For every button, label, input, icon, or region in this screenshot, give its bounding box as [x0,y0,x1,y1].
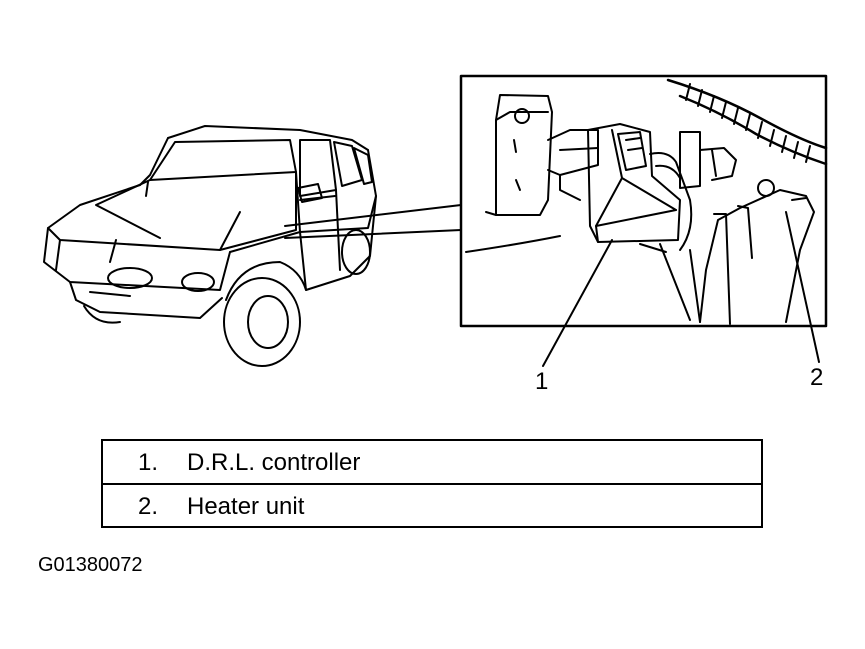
legend-row: 2. Heater unit [103,485,761,528]
callout-number-1: 1 [535,368,549,395]
legend-divider [103,483,761,485]
leader-line-upper [284,204,462,227]
callout-1-leader [542,239,613,367]
figure-id: G01380072 [38,554,143,576]
callout-2-leader [785,211,820,363]
legend-item-number: 2. [138,492,159,520]
legend-item-label: Heater unit [187,492,305,520]
vehicle-illustration [43,125,377,367]
legend-item-number: 1. [138,448,159,476]
legend-table: 1. D.R.L. controller 2. Heater unit [101,439,763,528]
detail-inset-frame [459,74,828,328]
inset-illustration [465,78,828,325]
leader-line-lower [284,229,462,239]
callout-number-2: 2 [810,364,824,391]
legend-row: 1. D.R.L. controller [103,441,761,484]
legend-item-label: D.R.L. controller [187,448,361,476]
